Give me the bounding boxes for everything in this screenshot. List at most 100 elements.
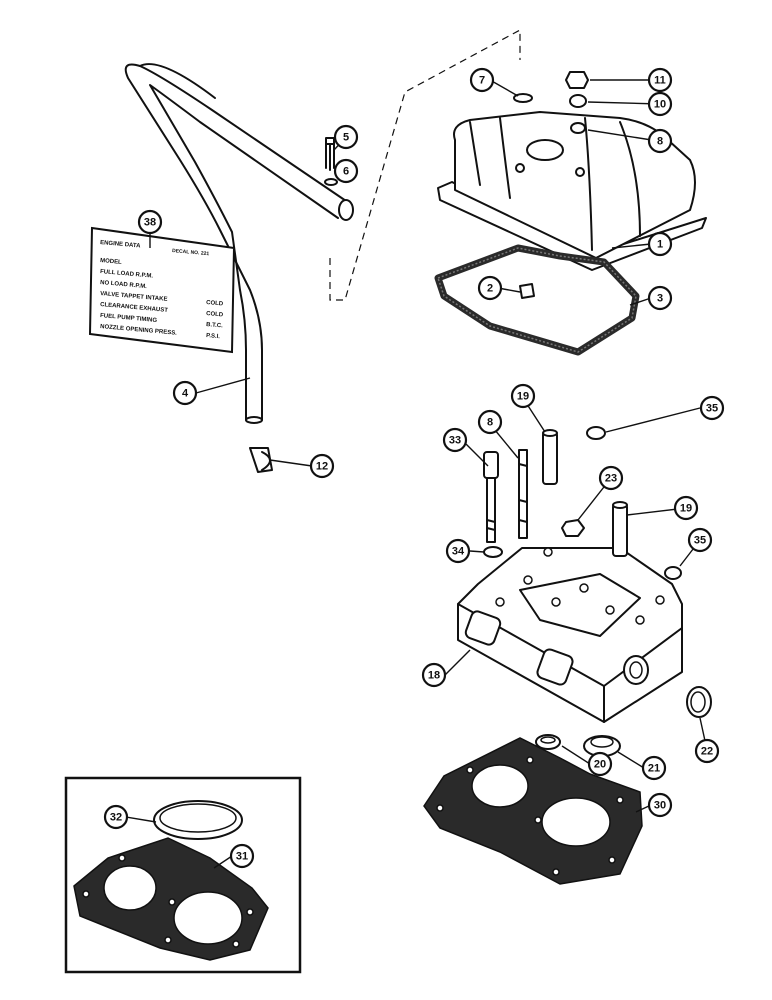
grommet-10 — [569, 94, 587, 108]
callout-35a: 35 — [699, 395, 725, 421]
callout-circle — [333, 124, 359, 150]
callout-22: 22 — [694, 738, 720, 764]
decal-title: ENGINE DATA — [100, 240, 141, 250]
plug-35a — [586, 426, 606, 440]
decal-line-label: CLEARANCE EXHAUST — [100, 302, 169, 314]
callout-label: 8 — [657, 136, 663, 148]
callout-circle — [137, 209, 163, 235]
clip-12 — [249, 447, 273, 473]
callout-34: 34 — [445, 538, 471, 564]
callout-circle — [647, 91, 673, 117]
callout-18: 18 — [421, 662, 447, 688]
nut-23 — [561, 519, 585, 537]
callout-11: 11 — [647, 67, 673, 93]
decal-line-label: FUEL PUMP TIMING — [100, 313, 158, 324]
callout-3: 3 — [647, 285, 673, 311]
callout-1: 1 — [647, 231, 673, 257]
callout-label: 7 — [479, 75, 485, 87]
callout-circle — [647, 128, 673, 154]
callout-circle — [333, 158, 359, 184]
plug-35b — [664, 566, 682, 580]
callout-circle — [103, 804, 129, 830]
callout-19b: 19 — [673, 495, 699, 521]
callout-7: 7 — [469, 67, 495, 93]
callout-label: 20 — [594, 759, 606, 771]
callout-circle — [694, 738, 720, 764]
callout-circle — [647, 67, 673, 93]
decal-line-label: NO LOAD R.P.M. — [100, 280, 148, 290]
cylinder-head — [457, 547, 683, 723]
callout-21: 21 — [641, 755, 667, 781]
callout-label: 31 — [236, 851, 248, 863]
callout-label: 32 — [110, 812, 122, 824]
callout-circle — [445, 538, 471, 564]
callout-label: 35 — [694, 535, 706, 547]
callout-circle — [687, 527, 713, 553]
sleeve-seal-32 — [153, 800, 243, 840]
callout-23: 23 — [598, 465, 624, 491]
callout-label: 11 — [654, 75, 666, 87]
decal-line-label: VALVE TAPPET INTAKE — [100, 291, 168, 303]
callout-circle — [647, 792, 673, 818]
seal-20 — [535, 734, 561, 750]
callout-6: 6 — [333, 158, 359, 184]
callout-8a: 8 — [647, 128, 673, 154]
callout-label: 3 — [657, 293, 663, 305]
decal-line-value: B.T.C. — [206, 322, 223, 329]
callout-label: 10 — [654, 99, 666, 111]
callout-label: 35 — [706, 403, 718, 415]
cover-gasket — [434, 244, 640, 356]
callout-label: 38 — [144, 217, 156, 229]
callout-circle — [641, 755, 667, 781]
callout-label: 12 — [316, 461, 328, 473]
callout-10: 10 — [647, 91, 673, 117]
callout-circle — [421, 662, 447, 688]
callout-19a: 19 — [510, 383, 536, 409]
nut-11 — [565, 71, 589, 89]
callout-circle — [699, 395, 725, 421]
decal-line-label: MODEL — [100, 258, 122, 266]
callout-label: 19 — [517, 391, 529, 403]
callout-label: 33 — [449, 435, 461, 447]
callout-5: 5 — [333, 124, 359, 150]
callout-label: 5 — [343, 132, 349, 144]
callout-label: 6 — [343, 166, 349, 178]
decal-part-no: DECAL NO. 221 — [172, 248, 210, 257]
head-gasket-30 — [423, 737, 643, 885]
washer-34 — [483, 546, 503, 558]
callout-circle — [647, 231, 673, 257]
callout-circle — [469, 67, 495, 93]
callout-4: 4 — [172, 380, 198, 406]
callout-35b: 35 — [687, 527, 713, 553]
callout-30: 30 — [647, 792, 673, 818]
callout-circle — [442, 427, 468, 453]
callout-label: 1 — [657, 239, 663, 251]
callout-label: 23 — [605, 473, 617, 485]
callout-label: 22 — [701, 746, 713, 758]
callout-label: 30 — [654, 800, 666, 812]
routing-line — [329, 28, 521, 301]
head-bolt-33 — [483, 451, 499, 543]
callout-label: 4 — [182, 388, 189, 400]
callout-33: 33 — [442, 427, 468, 453]
bolt-5 — [325, 137, 335, 171]
washer-8 — [570, 122, 586, 134]
callout-31: 31 — [229, 843, 255, 869]
callout-circle — [309, 453, 335, 479]
callout-circle — [647, 285, 673, 311]
callout-circle — [477, 409, 503, 435]
stud-8 — [518, 449, 528, 539]
callout-circle — [587, 751, 613, 777]
breather-tube — [124, 63, 354, 424]
seal-22 — [686, 686, 712, 718]
callout-label: 18 — [428, 670, 440, 682]
guide-19a — [542, 429, 558, 485]
callout-circle — [172, 380, 198, 406]
callout-label: 34 — [452, 546, 465, 558]
callout-circle — [598, 465, 624, 491]
callout-circle — [229, 843, 255, 869]
callout-circle — [673, 495, 699, 521]
decal-line-value: P.S.I. — [206, 333, 221, 340]
callout-label: 2 — [487, 283, 493, 295]
